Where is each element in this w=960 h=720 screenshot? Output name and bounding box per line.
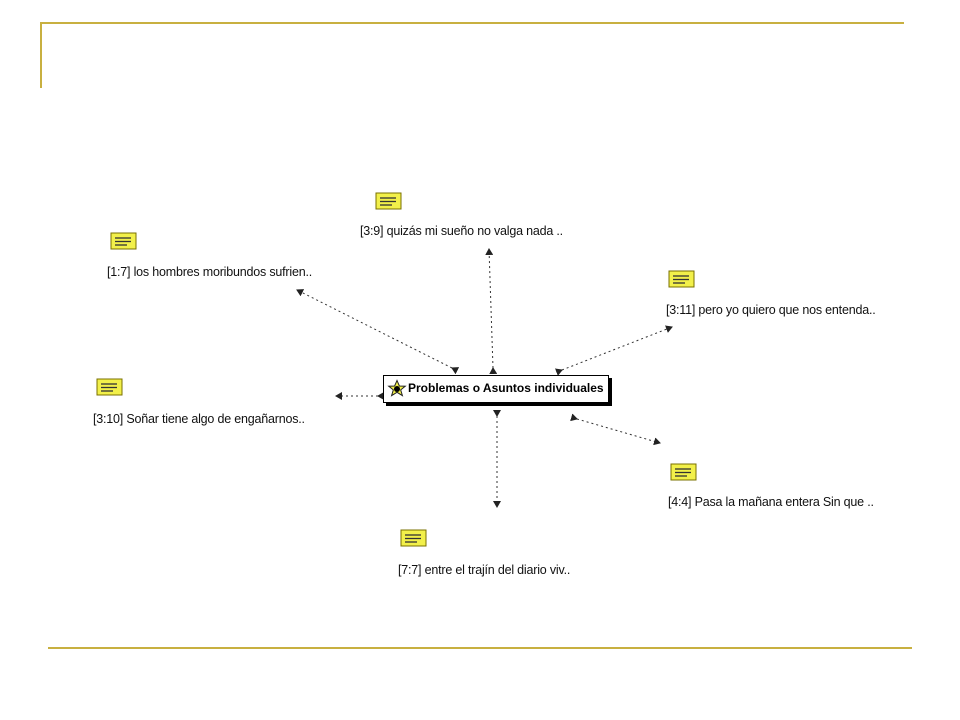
quote-label: [3:11] pero yo quiero que nos entenda.. bbox=[666, 303, 876, 317]
link-q17 bbox=[296, 289, 460, 375]
memo-icon bbox=[670, 463, 697, 481]
link-q311 bbox=[554, 325, 673, 376]
link-q39 bbox=[485, 248, 498, 375]
memo-icon bbox=[375, 192, 402, 210]
link-q44 bbox=[570, 413, 661, 446]
quote-label: [3:9] quizás mi sueño no valga nada .. bbox=[360, 224, 563, 238]
left-rule bbox=[40, 22, 42, 88]
memo-icon bbox=[110, 232, 137, 250]
code-node[interactable]: Problemas o Asuntos individuales bbox=[383, 375, 613, 405]
memo-icon bbox=[96, 378, 123, 396]
bottom-rule bbox=[48, 647, 912, 649]
quote-label: [1:7] los hombres moribundos sufrien.. bbox=[107, 265, 313, 279]
code-box[interactable]: Problemas o Asuntos individuales bbox=[383, 375, 609, 403]
code-label: Problemas o Asuntos individuales bbox=[408, 381, 604, 395]
top-rule bbox=[40, 22, 904, 24]
quote-label: [3:10] Soñar tiene algo de engañarnos.. bbox=[93, 412, 305, 426]
code-star-icon bbox=[387, 379, 407, 397]
memo-icon bbox=[400, 529, 427, 547]
quote-label: [7:7] entre el trajín del diario viv.. bbox=[398, 563, 571, 577]
memo-icon bbox=[668, 270, 695, 288]
quote-label: [4:4] Pasa la mañana entera Sin que .. bbox=[668, 495, 874, 509]
